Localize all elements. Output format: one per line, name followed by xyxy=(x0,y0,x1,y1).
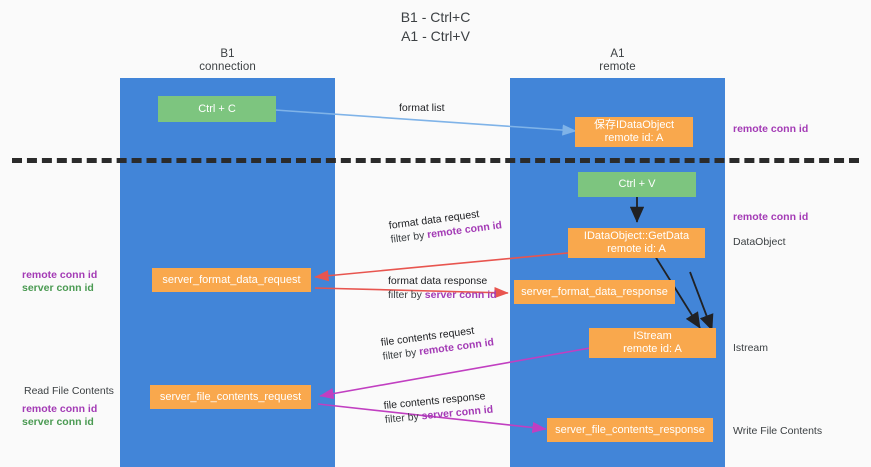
box-idataobject-getdata[interactable]: IDataObject::GetData remote id: A xyxy=(568,228,705,258)
side-label-left-remote-conn-id-mid: remote conn id xyxy=(22,269,98,281)
side-label-remote-conn-id-mid: remote conn id xyxy=(733,211,809,223)
filter-key-server-conn-id: server conn id xyxy=(424,289,497,301)
phase-divider xyxy=(12,158,859,163)
box-ctrl-v-label: Ctrl + V xyxy=(618,178,656,190)
edge-label-format-data-response: format data response filter by server co… xyxy=(388,274,497,302)
title-line-1: B1 - Ctrl+C xyxy=(400,9,471,25)
edge-label-file-contents-response: file contents response filter by server … xyxy=(383,389,494,427)
box-server-file-contents-request[interactable]: server_file_contents_request xyxy=(150,385,311,409)
column-header-b1: B1 connection xyxy=(150,48,305,74)
box-idataobject-title: 保存IDataObject xyxy=(593,119,675,131)
box-server-format-data-response-label: server_format_data_response xyxy=(521,285,668,298)
box-ctrl-v[interactable]: Ctrl + V xyxy=(578,172,696,197)
box-istream[interactable]: IStream remote id: A xyxy=(589,328,716,358)
filter-prefix: filter by xyxy=(389,229,428,246)
side-label-remote-conn-id-top: remote conn id xyxy=(733,123,809,135)
filter-prefix: filter by xyxy=(388,289,425,301)
filter-prefix: filter by xyxy=(384,410,423,426)
box-ctrl-c-label: Ctrl + C xyxy=(198,102,236,115)
column-b1-name: B1 xyxy=(220,48,235,60)
box-istream-sub: remote id: A xyxy=(623,343,682,355)
box-idataobject[interactable]: 保存IDataObject remote id: A xyxy=(575,117,693,147)
column-a1-role: remote xyxy=(599,61,636,73)
edge-label-format-data-response-line1: format data response xyxy=(388,275,488,287)
box-istream-title: IStream xyxy=(633,330,672,342)
side-label-read-file-contents: Read File Contents xyxy=(24,385,114,397)
box-getdata-title: IDataObject::GetData xyxy=(583,230,690,242)
box-ctrl-c[interactable]: Ctrl + C xyxy=(158,96,276,122)
side-label-left-server-conn-id-bottom: server conn id xyxy=(22,416,94,428)
edge-label-format-list: format list xyxy=(399,102,445,114)
side-label-left-server-conn-id-mid: server conn id xyxy=(22,282,94,294)
box-server-file-contents-response-label: server_file_contents_response xyxy=(555,423,705,436)
box-server-file-contents-response[interactable]: server_file_contents_response xyxy=(547,418,713,442)
title-line-2: A1 - Ctrl+V xyxy=(401,28,470,44)
column-a1-name: A1 xyxy=(610,48,625,60)
filter-prefix: filter by xyxy=(381,346,420,363)
box-server-format-data-request-label: server_format_data_request xyxy=(162,273,301,286)
column-header-a1: A1 remote xyxy=(540,48,695,74)
side-label-istream: Istream xyxy=(733,342,769,354)
side-label-left-remote-conn-id-bottom: remote conn id xyxy=(22,403,98,415)
column-b1-role: connection xyxy=(199,61,256,73)
box-getdata-sub: remote id: A xyxy=(607,243,666,255)
box-server-format-data-response[interactable]: server_format_data_response xyxy=(514,280,675,304)
side-label-write-file-contents: Write File Contents xyxy=(733,425,823,437)
edge-label-file-contents-request: file contents request filter by remote c… xyxy=(380,321,495,363)
edge-label-format-data-response-line2: filter by server conn id xyxy=(388,288,497,302)
edge-label-format-data-request: format data request filter by remote con… xyxy=(388,204,503,246)
page-title: B1 - Ctrl+C A1 - Ctrl+V xyxy=(0,8,871,46)
box-server-file-contents-request-label: server_file_contents_request xyxy=(159,390,302,403)
side-label-dataobject: DataObject xyxy=(733,236,786,248)
box-idataobject-sub: remote id: A xyxy=(604,132,664,144)
box-server-format-data-request[interactable]: server_format_data_request xyxy=(152,268,311,292)
